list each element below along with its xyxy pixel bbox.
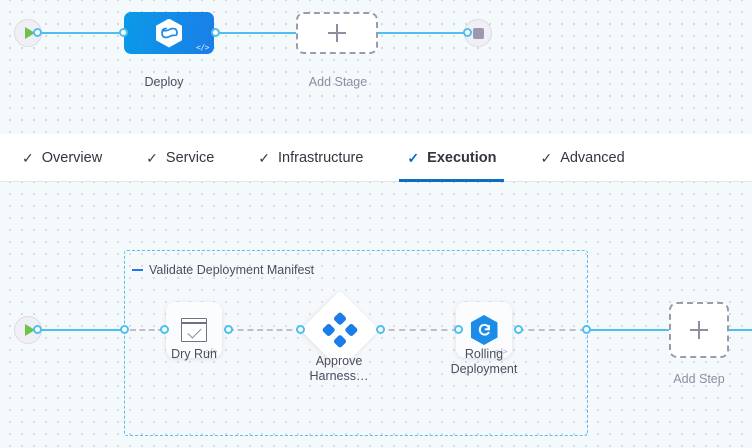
exec-connector-start-group (36, 329, 128, 331)
play-icon (24, 324, 35, 336)
port-group-in[interactable] (120, 325, 129, 334)
window-check-icon (181, 318, 207, 342)
port-approve-out[interactable] (376, 325, 385, 334)
plus-icon (328, 24, 346, 42)
check-icon: ✓ (22, 149, 34, 166)
port-deploy-out[interactable] (211, 28, 220, 37)
step-group-title[interactable]: Validate Deployment Manifest (132, 263, 314, 277)
step-label-approve-harness: Approve Harness… (309, 354, 369, 383)
step-group-title-label: Validate Deployment Manifest (149, 263, 315, 277)
stage-canvas[interactable]: </> Deploy Add Stage (0, 0, 752, 134)
tab-overview[interactable]: ✓ Overview (0, 134, 124, 182)
exec-connector-group-addstep (588, 329, 670, 331)
check-icon: ✓ (258, 149, 270, 166)
step-label-rolling-deployment: Rolling Deployment (450, 347, 518, 376)
tab-label: Service (165, 149, 215, 166)
approval-dots-icon (321, 311, 359, 349)
tab-service[interactable]: ✓ Service (124, 134, 236, 182)
port-end-in[interactable] (463, 28, 472, 37)
step-node-rolling-deployment[interactable]: </> (456, 302, 512, 358)
port-deploy-in[interactable] (119, 28, 128, 37)
code-badge-icon[interactable]: </> (204, 347, 217, 356)
minus-icon[interactable] (132, 269, 143, 271)
port-dryrun-out[interactable] (224, 325, 233, 334)
stage-connector-addstage-end (374, 32, 468, 34)
stage-connector-start-deploy (36, 32, 126, 34)
stage-label-deploy: Deploy (144, 75, 184, 89)
exec-connector-dryrun-approve (228, 329, 302, 331)
exec-connector-group-dryrun (130, 329, 164, 331)
play-icon (24, 27, 35, 39)
port-exec-start-out[interactable] (33, 325, 42, 334)
port-dryrun-in[interactable] (160, 325, 169, 334)
code-badge-icon[interactable]: </> (196, 43, 209, 52)
check-icon: ✓ (407, 149, 420, 166)
tab-label: Advanced (560, 149, 625, 166)
tab-label: Infrastructure (278, 149, 364, 166)
port-rolling-out[interactable] (514, 325, 523, 334)
exec-connector-approve-rolling (378, 329, 458, 331)
port-start-out[interactable] (33, 28, 42, 37)
exec-connector-addstep-out (729, 329, 752, 331)
code-badge-icon[interactable]: </> (494, 347, 507, 356)
tab-advanced[interactable]: ✓ Advanced (518, 134, 646, 182)
stage-tabbar: ✓ Overview ✓ Service ✓ Infrastructure ✓ … (0, 134, 752, 182)
tab-label: Execution (427, 149, 497, 166)
check-icon: ✓ (146, 149, 158, 166)
port-rolling-in[interactable] (454, 325, 463, 334)
check-icon: ✓ (540, 149, 553, 166)
tab-execution[interactable]: ✓ Execution (385, 134, 518, 182)
tab-label: Overview (41, 149, 103, 166)
plus-icon (690, 321, 708, 339)
add-step-label: Add Step (673, 372, 725, 386)
stop-icon (472, 27, 484, 39)
stage-node-deploy[interactable]: </> (124, 12, 214, 54)
port-group-out[interactable] (582, 325, 591, 334)
add-stage-button[interactable] (296, 12, 378, 54)
execution-canvas[interactable]: Validate Deployment Manifest </> Dry Run (0, 182, 752, 448)
add-step-button[interactable] (669, 302, 729, 358)
stage-connector-deploy-addstage (216, 32, 304, 34)
add-stage-label: Add Stage (308, 75, 368, 89)
port-approve-in[interactable] (296, 325, 305, 334)
exec-connector-rolling-groupend (518, 329, 586, 331)
rolling-hexagon-icon (470, 315, 498, 345)
checkmark-icon (187, 324, 202, 339)
tab-infrastructure[interactable]: ✓ Infrastructure (236, 134, 385, 182)
harness-infinity-icon (156, 18, 182, 48)
step-label-dry-run: Dry Run (171, 347, 217, 361)
step-node-dry-run[interactable]: </> (166, 302, 222, 358)
